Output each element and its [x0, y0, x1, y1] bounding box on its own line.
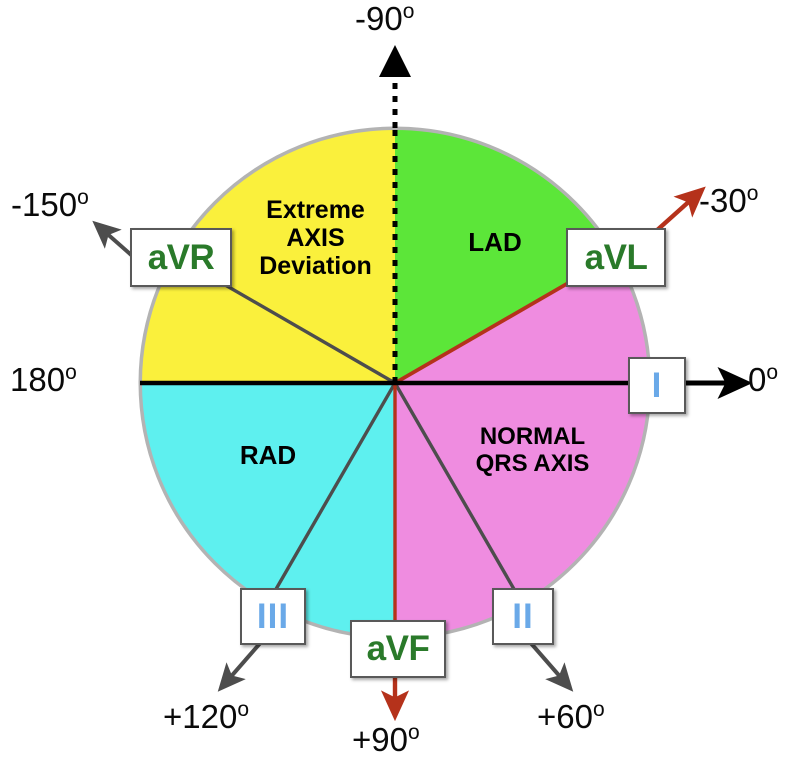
sector-normal-qrs-axis [395, 256, 648, 636]
angle-label-minus-90: -90o [355, 0, 415, 37]
sector-label-line: NORMAL [479, 423, 586, 450]
angle-label-plus-120: +120o [163, 698, 250, 735]
lead-box-lead-ii[interactable]: II [492, 588, 554, 645]
arrow-plus-120 [217, 639, 264, 692]
lead-box-lead-iii[interactable]: III [240, 588, 306, 645]
sector-label-normal-qrs-axis: NORMAL QRS AXIS [445, 423, 620, 478]
angle-label-180: 180o [10, 361, 77, 398]
sector-extreme-axis-deviation [142, 130, 395, 383]
angle-value: -90 [355, 0, 403, 37]
degree-symbol: o [746, 182, 759, 205]
lead-label-avl: aVL [584, 237, 648, 277]
lead-box-avl[interactable]: aVL [566, 228, 666, 287]
degree-symbol: o [65, 361, 77, 384]
sector-lad [395, 130, 615, 383]
degree-symbol: o [407, 721, 420, 744]
divider-lead-iii [267, 382, 397, 603]
degree-symbol: o [402, 0, 415, 23]
sector-label-line: Extreme [266, 196, 365, 224]
angle-value: 0 [748, 361, 767, 398]
degree-symbol: o [77, 186, 89, 209]
angle-value: 180 [10, 361, 66, 398]
lead-box-avr[interactable]: aVR [130, 228, 232, 287]
sector-label-line: Deviation [259, 252, 372, 280]
lead-box-avf[interactable]: aVF [350, 620, 446, 678]
sector-label-lad: LAD [440, 227, 550, 257]
lead-label-lead-ii: II [512, 596, 534, 636]
angle-label-minus-150: -150o [11, 186, 89, 223]
angle-label-plus-90: +90o [352, 721, 420, 758]
degree-symbol: o [766, 361, 779, 384]
lead-box-lead-i[interactable]: I [628, 357, 686, 414]
sector-label-extreme-axis-deviation: Extreme AXIS Deviation [243, 196, 388, 280]
angle-label-plus-60: +60o [537, 698, 605, 735]
sector-label-rad: RAD [213, 440, 323, 470]
sector-label-line: LAD [468, 227, 522, 257]
sector-label-line: RAD [239, 440, 297, 470]
divider-lead-ii [393, 382, 523, 603]
degree-symbol: o [592, 698, 605, 721]
sector-rad [142, 383, 395, 636]
angle-value: -30 [699, 182, 747, 219]
angle-value: +60 [537, 698, 593, 735]
sector-label-line: QRS AXIS [475, 449, 590, 477]
sector-label-line: AXIS [286, 224, 345, 252]
lead-label-lead-i: I [651, 365, 663, 405]
angle-label-minus-30: -30o [699, 182, 759, 219]
lead-label-lead-iii: III [256, 596, 290, 636]
angle-value: +120 [163, 698, 238, 735]
lead-label-avr: aVR [147, 237, 215, 277]
angle-label-0: 0o [748, 361, 779, 398]
arrow-plus-60 [527, 639, 574, 692]
degree-symbol: o [237, 698, 250, 721]
arrow-minus-30 [653, 186, 706, 234]
angle-value: -150 [11, 186, 78, 223]
angle-value: +90 [352, 721, 408, 758]
lead-label-avf: aVF [366, 629, 430, 668]
